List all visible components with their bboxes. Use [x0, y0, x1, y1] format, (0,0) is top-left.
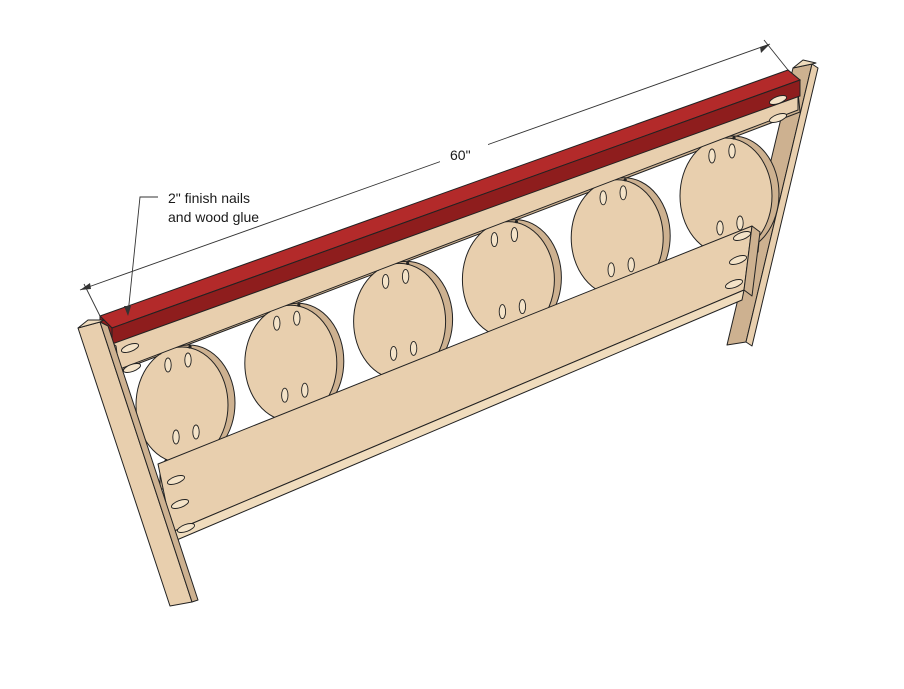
nail-mark [732, 136, 736, 140]
nail-mark [188, 345, 192, 349]
pocket-hole [409, 340, 418, 356]
pocket-hole [619, 185, 627, 201]
circle-panel [353, 260, 454, 380]
pocket-hole [192, 424, 200, 440]
pocket-hole [293, 310, 301, 326]
pocket-hole [728, 143, 736, 159]
pocket-hole [164, 357, 172, 373]
pocket-hole [498, 304, 507, 320]
circle-panel [570, 177, 671, 297]
callout-line-2: and wood glue [168, 209, 259, 225]
pocket-hole [281, 387, 289, 403]
dimension-label: 60" [450, 147, 471, 163]
nail-mark [623, 178, 627, 182]
pocket-hole [627, 257, 635, 273]
pocket-hole [389, 345, 398, 361]
pocket-hole [510, 227, 519, 243]
pocket-hole [716, 220, 724, 236]
nail-callout: 2" finish nails and wood glue [124, 190, 259, 316]
pocket-hole [172, 429, 180, 445]
callout-line-1: 2" finish nails [168, 190, 250, 206]
pocket-hole [518, 299, 527, 315]
nail-mark [514, 220, 519, 224]
circle-panel [244, 302, 345, 422]
pocket-hole [607, 262, 615, 278]
pocket-hole [490, 232, 499, 248]
nail-mark [406, 261, 410, 265]
pocket-hole [184, 352, 192, 368]
pocket-holes [121, 95, 787, 533]
pocket-hole [708, 148, 716, 164]
dimension-line: 60" [79, 39, 789, 317]
pocket-hole [381, 273, 390, 289]
circle-panel [679, 135, 780, 255]
pocket-hole [301, 382, 309, 398]
pocket-hole [401, 268, 410, 284]
circle-panel [135, 344, 236, 464]
pocket-hole [273, 315, 281, 331]
circle-panels [135, 135, 780, 464]
circle-panel [461, 219, 562, 339]
nail-mark [297, 303, 301, 307]
left-leg [77, 319, 199, 607]
pocket-hole [599, 190, 607, 206]
pocket-hole [736, 215, 744, 231]
